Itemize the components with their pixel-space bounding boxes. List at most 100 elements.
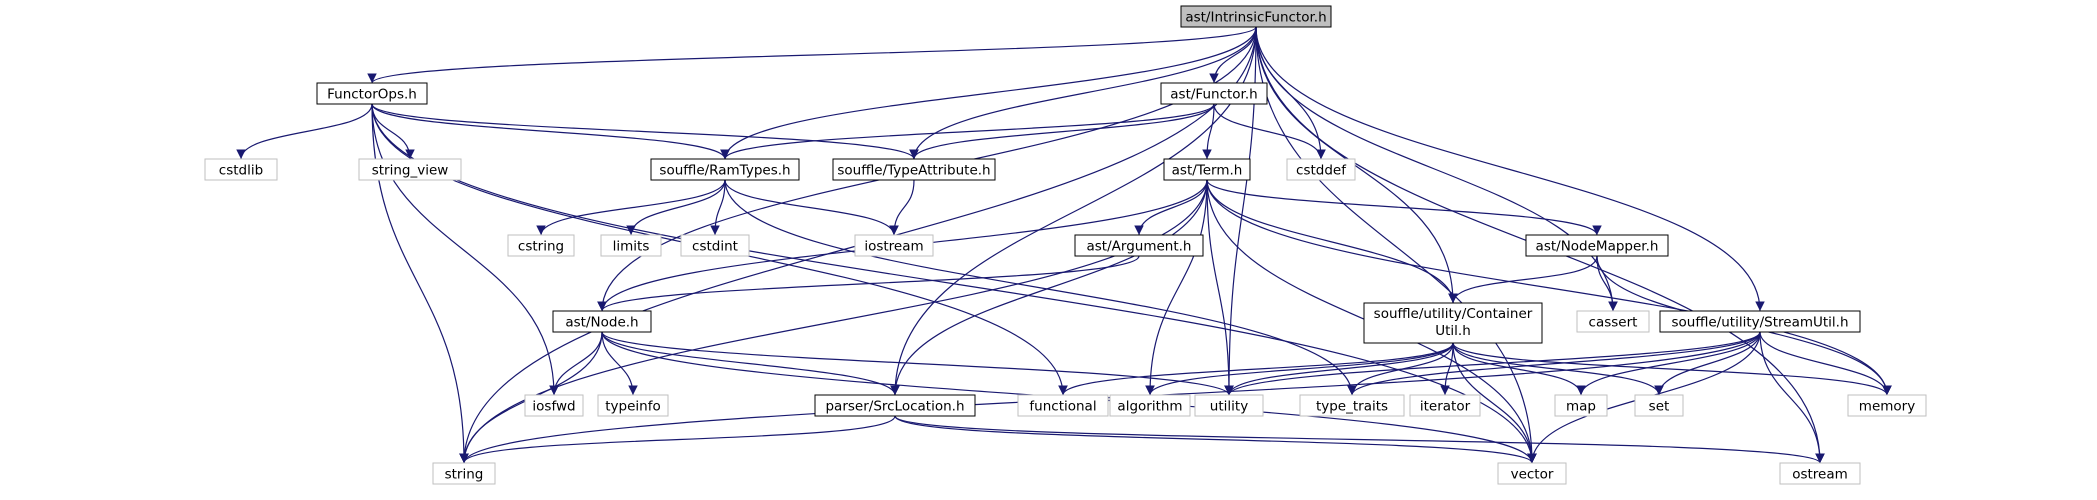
edge-functorops-to-string_view <box>371 103 415 160</box>
node-cassert-box <box>1576 310 1650 333</box>
node-node-box <box>552 310 652 333</box>
node-cstddef: cstddef <box>1286 158 1356 181</box>
node-limits-box <box>600 234 662 257</box>
node-type_traits: type_traits <box>1299 394 1405 417</box>
node-iterator-label: iterator <box>1420 399 1471 415</box>
edge-streamutil-to-utility <box>1224 331 1761 396</box>
edge-functorops-to-string <box>371 103 469 464</box>
node-cstdlib: cstdlib <box>204 158 278 181</box>
edge-term-to-argument <box>1134 179 1208 236</box>
node-typeattr-label: souffle/TypeAttribute.h <box>837 163 990 179</box>
node-streamutil-box <box>1659 310 1861 333</box>
edge-srcloc-to-ostream <box>894 415 1825 464</box>
node-streamutil[interactable]: souffle/utility/StreamUtil.h <box>1659 310 1861 333</box>
node-srcloc-box <box>814 394 976 417</box>
node-cstdint: cstdint <box>680 234 750 257</box>
edge-typeattr-to-iostream <box>889 179 915 236</box>
node-cstring: cstring <box>507 234 575 257</box>
node-string_view-label: string_view <box>372 163 449 179</box>
node-functorops-box <box>316 82 428 105</box>
edge-containerutil-to-algorithm <box>1145 342 1454 396</box>
edge-node-to-srcloc <box>601 331 900 396</box>
node-vector: vector <box>1497 462 1567 485</box>
node-node[interactable]: ast/Node.h <box>552 310 652 333</box>
node-limits-label: limits <box>613 239 650 255</box>
node-limits: limits <box>600 234 662 257</box>
edge-functor-to-typeattr <box>909 103 1215 160</box>
edge-functorops-to-cstdlib <box>236 103 373 160</box>
edge-containerutil-to-utility <box>1224 342 1454 396</box>
node-functional-label: functional <box>1029 399 1096 415</box>
node-functional-box <box>1017 394 1109 417</box>
node-cstddef-box <box>1286 158 1356 181</box>
node-cstdlib-label: cstdlib <box>219 163 263 179</box>
edge-term-to-string <box>459 179 1208 464</box>
node-typeattr-box <box>832 158 996 181</box>
node-type_traits-box <box>1299 394 1405 417</box>
node-string-box <box>432 462 496 485</box>
edge-ramtypes-to-cstdint <box>710 179 726 236</box>
edge-root-to-streamutil <box>1255 26 1765 312</box>
edge-nodemapper-to-cassert <box>1596 255 1618 312</box>
node-nodemapper-box <box>1525 234 1669 257</box>
edge-argument-to-node <box>597 255 1140 312</box>
node-nodemapper-label: ast/NodeMapper.h <box>1536 239 1659 255</box>
node-memory-label: memory <box>1859 399 1915 415</box>
edge-streamutil-to-ostream <box>1759 331 1825 464</box>
node-root[interactable]: ast/IntrinsicFunctor.h <box>1180 5 1332 28</box>
node-type_traits-label: type_traits <box>1316 399 1388 415</box>
node-term-label: ast/Term.h <box>1172 163 1243 179</box>
node-cassert-label: cassert <box>1589 315 1638 331</box>
node-streamutil-label: souffle/utility/StreamUtil.h <box>1671 315 1848 331</box>
node-argument-box <box>1074 234 1204 257</box>
node-srcloc-label: parser/SrcLocation.h <box>825 399 964 415</box>
node-utility-box <box>1194 394 1264 417</box>
node-cstddef-label: cstddef <box>1296 163 1347 179</box>
node-algorithm-label: algorithm <box>1117 399 1182 415</box>
edge-term-to-containerutil <box>1206 179 1458 304</box>
node-argument[interactable]: ast/Argument.h <box>1074 234 1204 257</box>
node-iostream-box <box>854 234 934 257</box>
node-functor[interactable]: ast/Functor.h <box>1160 82 1268 105</box>
edge-containerutil-to-set <box>1452 342 1664 396</box>
node-iosfwd-label: iosfwd <box>532 399 575 415</box>
node-ramtypes-label: souffle/RamTypes.h <box>659 163 790 179</box>
node-typeinfo-label: typeinfo <box>605 399 660 415</box>
node-utility-label: utility <box>1210 399 1248 415</box>
node-typeinfo: typeinfo <box>597 394 669 417</box>
edge-term-to-nodemapper <box>1206 179 1602 236</box>
node-vector-label: vector <box>1511 467 1554 483</box>
node-argument-label: ast/Argument.h <box>1087 239 1192 255</box>
node-term[interactable]: ast/Term.h <box>1163 158 1251 181</box>
node-utility: utility <box>1194 394 1264 417</box>
node-cstring-label: cstring <box>518 239 564 255</box>
node-typeattr[interactable]: souffle/TypeAttribute.h <box>832 158 996 181</box>
node-nodemapper[interactable]: ast/NodeMapper.h <box>1525 234 1669 257</box>
node-cstdint-label: cstdint <box>692 239 738 255</box>
edge-functorops-to-typeattr <box>371 103 919 160</box>
node-algorithm: algorithm <box>1109 394 1191 417</box>
edge-ramtypes-to-iostream <box>724 179 899 236</box>
node-iosfwd-box <box>524 394 584 417</box>
node-set-label: set <box>1649 399 1670 415</box>
node-functorops[interactable]: FunctorOps.h <box>316 82 428 105</box>
edge-streamutil-to-memory <box>1759 331 1892 396</box>
node-ramtypes[interactable]: souffle/RamTypes.h <box>650 158 800 181</box>
edge-containerutil-to-memory <box>1452 342 1892 396</box>
node-containerutil-label: Util.h <box>1435 323 1471 339</box>
node-node-label: ast/Node.h <box>565 315 638 331</box>
node-cstring-box <box>507 234 575 257</box>
edge-functor-to-cstddef <box>1213 103 1326 160</box>
node-containerutil-box <box>1363 302 1543 344</box>
edge-term-to-memory <box>1206 179 1892 396</box>
node-functor-label: ast/Functor.h <box>1170 87 1257 103</box>
edge-containerutil-to-functional <box>1058 342 1454 396</box>
node-string_view: string_view <box>358 158 462 181</box>
node-srcloc[interactable]: parser/SrcLocation.h <box>814 394 976 417</box>
node-map: map <box>1554 394 1608 417</box>
node-containerutil-label: souffle/utility/Container <box>1374 306 1533 322</box>
node-set-box <box>1634 394 1684 417</box>
edge-ramtypes-to-cstring <box>536 179 726 236</box>
